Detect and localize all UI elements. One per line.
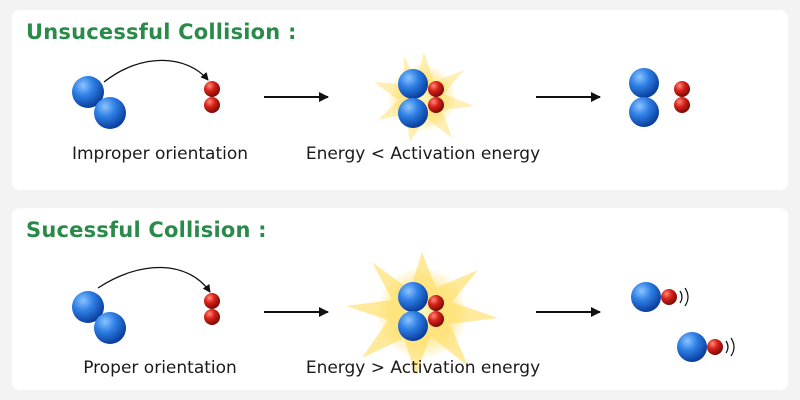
unsuccessful-collision-diagram bbox=[72, 52, 690, 142]
unchanged-red-molecule bbox=[674, 81, 690, 113]
successful-collision-panel: Sucessful Collision : bbox=[12, 208, 788, 390]
proper-orientation-label: Proper orientation bbox=[83, 358, 237, 378]
motion-lines-icon bbox=[725, 337, 735, 357]
low-energy-label: Energy < Activation energy bbox=[305, 144, 541, 164]
product-molecule-2 bbox=[677, 332, 735, 362]
reactant-red-molecule bbox=[204, 81, 220, 113]
product-molecule-1 bbox=[631, 282, 689, 312]
reactant-red-molecule bbox=[204, 293, 220, 325]
approach-path-arrow bbox=[103, 59, 209, 83]
successful-collision-diagram bbox=[72, 252, 735, 376]
high-energy-label: Energy > Activation energy bbox=[305, 358, 541, 378]
motion-lines-icon bbox=[679, 287, 689, 307]
unchanged-blue-molecule bbox=[629, 68, 659, 127]
collision-flash bbox=[374, 52, 474, 142]
approach-path-arrow bbox=[97, 266, 211, 293]
reactant-blue-molecule bbox=[72, 291, 126, 344]
unsuccessful-collision-title: Unsucessful Collision : bbox=[26, 20, 297, 44]
colliding-molecules bbox=[398, 282, 444, 341]
improper-orientation-label: Improper orientation bbox=[71, 144, 249, 164]
successful-collision-title: Sucessful Collision : bbox=[26, 218, 267, 242]
unsuccessful-collision-panel: Unsucessful Collision : bbox=[12, 10, 788, 190]
reactant-blue-molecule bbox=[72, 76, 126, 129]
colliding-molecules bbox=[398, 69, 444, 128]
